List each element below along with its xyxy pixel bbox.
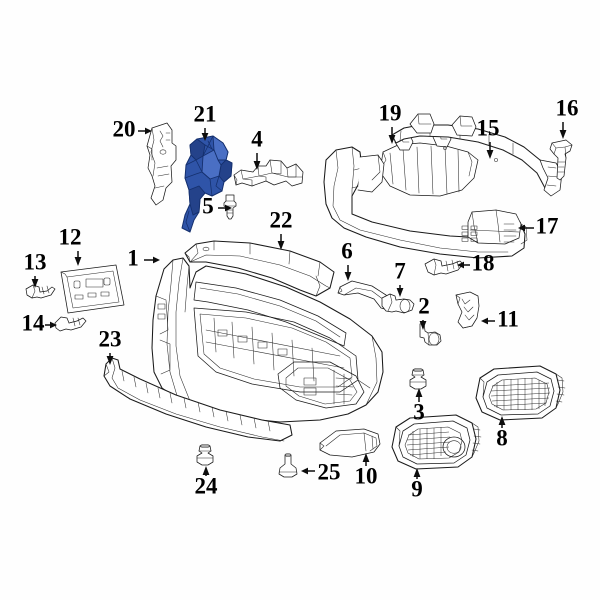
callout-number-11[interactable]: 11: [497, 306, 519, 331]
callout-number-3[interactable]: 3: [413, 399, 425, 424]
callout-number-8[interactable]: 8: [496, 425, 508, 450]
callout-number-23[interactable]: 23: [99, 326, 122, 351]
callout-number-5[interactable]: 5: [202, 193, 214, 218]
callout-number-16[interactable]: 16: [556, 95, 579, 120]
callout-number-14[interactable]: 14: [22, 310, 46, 335]
part-5-shape[interactable]: [223, 194, 237, 220]
callout-number-22[interactable]: 22: [270, 207, 293, 232]
callout-number-19[interactable]: 19: [379, 100, 402, 125]
callout-number-18[interactable]: 18: [472, 250, 495, 275]
part-14-shape[interactable]: [54, 316, 87, 332]
callout-number-17[interactable]: 17: [536, 213, 559, 238]
part-22-shape[interactable]: [184, 240, 335, 297]
part-12-shape[interactable]: [60, 264, 125, 314]
callout-number-10[interactable]: 10: [355, 463, 378, 488]
callout-number-20[interactable]: 20: [113, 116, 136, 141]
part-24-shape[interactable]: [196, 444, 214, 466]
callout-number-13[interactable]: 13: [24, 249, 47, 274]
part-25-shape[interactable]: [278, 453, 298, 478]
part-2-shape[interactable]: [419, 322, 442, 346]
part-21-shape-highlighted[interactable]: [181, 135, 233, 233]
callout-number-2[interactable]: 2: [418, 293, 430, 318]
part-9-shape[interactable]: [391, 414, 482, 470]
part-16-shape[interactable]: [549, 139, 573, 181]
part-3-shape[interactable]: [409, 368, 427, 390]
part-20-shape[interactable]: [146, 122, 177, 206]
part-17-shape[interactable]: [323, 146, 528, 259]
callout-leaders: [31, 122, 567, 479]
part-1-shape[interactable]: [151, 257, 384, 423]
part-8-shape[interactable]: [475, 365, 566, 421]
callout-number-6[interactable]: 6: [341, 238, 353, 263]
callout-number-7[interactable]: 7: [394, 258, 406, 283]
part-11-shape[interactable]: [455, 291, 480, 329]
callout-number-15[interactable]: 15: [477, 115, 500, 140]
part-7-shape[interactable]: [381, 293, 415, 314]
part-10-shape[interactable]: [319, 428, 381, 458]
callout-number-21[interactable]: 21: [194, 101, 217, 126]
part-23-shape[interactable]: [103, 357, 293, 442]
callout-number-9[interactable]: 9: [411, 476, 423, 501]
callout-labels: 20 21 4 5 19 15 16 17 12 13 14 1 22 6 7 …: [22, 95, 579, 501]
callout-number-1[interactable]: 1: [127, 245, 139, 270]
part-13-shape[interactable]: [25, 284, 56, 299]
callout-number-12[interactable]: 12: [59, 224, 82, 249]
part-18-shape[interactable]: [424, 258, 464, 276]
callout-number-4[interactable]: 4: [251, 126, 263, 151]
part-15-shape[interactable]: [391, 113, 563, 197]
callout-number-24[interactable]: 24: [195, 473, 219, 498]
callout-number-25[interactable]: 25: [318, 459, 341, 484]
